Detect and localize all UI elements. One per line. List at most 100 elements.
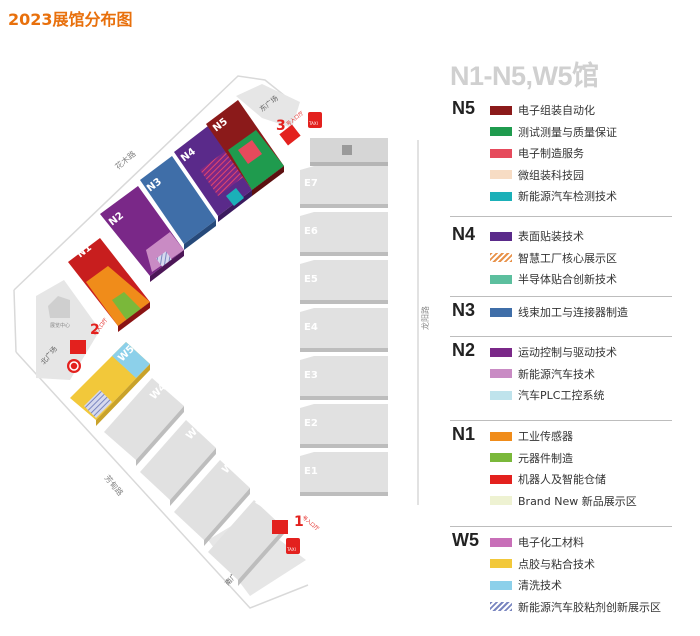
legend-group-n5: N5 电子组装自动化测试测量与质量保证电子制造服务微组装科技园新能源汽车检测技术 [450,98,672,217]
legend-swatch [490,253,512,262]
legend-group-w5: W5 电子化工材料点胶与粘合技术清洗技术新能源汽车胶粘剂创新展示区 [450,530,672,630]
legend-swatch [490,453,512,462]
legend-label: 新能源汽车技术 [518,367,595,381]
legend-swatch [490,559,512,568]
west-road-line [15,351,309,609]
legend-group-n4: N4 表面贴装技术智慧工厂核心展示区半导体贴合创新技术 [450,224,672,297]
east-hall-top [310,138,388,166]
taxi-icon: TAXI [308,112,322,128]
hall-n3: N3 [140,156,216,250]
legend-item: 电子化工材料 [490,534,584,550]
legend-label: 线束加工与连接器制造 [518,306,628,319]
legend-label: 元器件制造 [518,451,573,465]
page-title: 2023展馆分布图 [8,10,133,29]
legend-item: 点胶与粘合技术 [490,556,595,572]
legend-hall-name: N3 [452,300,476,320]
legend-item: 新能源汽车检测技术 [490,188,617,204]
legend-group-n1: N1 工业传感器元器件制造机器人及智能仓储 Brand New 新品展示区 [450,424,672,527]
legend-swatch [490,580,512,590]
legend-label: 测试测量与质量保证 [518,125,617,139]
hall-e1: E1 [300,452,388,496]
legend-label: 汽车PLC工控系统 [518,389,605,402]
svg-text:E4: E4 [304,322,318,333]
legend-item: 汽车PLC工控系统 [490,387,604,403]
legend-swatch [490,537,512,547]
legend-swatch [490,431,512,441]
hall-e3: E3 [300,356,388,400]
legend-label: 新能源汽车检测技术 [518,190,617,203]
road-label-north: 花木路 [113,148,138,171]
exhibition-center-building: 展览中心 [48,296,70,329]
legend-swatch [490,496,512,505]
hall-w5: W5 [70,342,150,426]
hall-n2: N2 [100,186,184,282]
legend-hall-name: N4 [452,224,476,244]
east-square [236,84,300,128]
legend-label: 半导体贴合创新技术 [518,273,617,286]
legend-item: 新能源汽车技术 [490,366,595,382]
north-road-line [13,75,291,291]
hall-e6: E6 [300,212,388,256]
hall-e2: E2 [300,404,388,448]
legend-label: 电子化工材料 [518,536,584,549]
svg-text:3: 3 [276,118,286,134]
legend-hall-name: N5 [452,98,476,118]
east-halls: E7 E6 E5 E4 E3 E2 E1 [300,166,388,496]
legend-swatch [490,347,512,357]
legend-swatch [490,602,512,611]
hall-e4: E4 [300,308,388,352]
legend-group-n3: N3 线束加工与连接器制造 [450,300,672,337]
hall-w4: W4 [104,378,184,466]
road-label-west: 芳甸路 [102,473,125,498]
legend-item: 线束加工与连接器制造 [490,304,628,320]
svg-text:展览中心: 展览中心 [50,322,70,329]
legend-label: 清洗技术 [518,579,562,592]
legend-swatch [490,231,512,241]
hall-e7: E7 [300,166,388,208]
svg-text:E7: E7 [304,178,318,189]
legend-swatch [490,390,512,400]
legend-item: 电子制造服务 [490,145,584,161]
svg-text:E2: E2 [304,418,318,429]
west-road-line-top [13,289,17,353]
legend-item: 表面贴装技术 [490,228,584,244]
hall-n1: N1 [68,238,150,332]
legend-item: 清洗技术 [490,577,562,593]
legend-item: 机器人及智能仓储 [490,471,606,487]
legend-item: 半导体贴合创新技术 [490,271,617,287]
legend-item: 智慧工厂核心展示区 [490,250,617,266]
legend-item: 元器件制造 [490,450,573,466]
metro-icon [67,359,81,373]
legend-swatch [490,170,512,179]
legend-hall-name: N2 [452,340,476,360]
legend-label: 点胶与粘合技术 [518,557,595,571]
svg-text:E6: E6 [304,226,318,237]
legend-item: 测试测量与质量保证 [490,124,617,140]
legend-label: 新能源汽车胶粘剂创新展示区 [518,600,661,614]
hall-e5: E5 [300,260,388,304]
legend-item: 运动控制与驱动技术 [490,344,617,360]
svg-text:E5: E5 [304,274,318,285]
legend-label: 电子组装自动化 [518,104,595,117]
legend-swatch [490,474,512,484]
legend-swatch [490,127,512,136]
legend-swatch [490,105,512,115]
floor-map: 东广场 北广场 南广场 展览中心 花木路 龙阳路 芳甸路 E7 E6 E5 E4… [13,75,430,609]
legend-label: 微组装科技园 [518,168,584,182]
legend-item: 电子组装自动化 [490,102,595,118]
legend-item: 新能源汽车胶粘剂创新展示区 [490,599,661,615]
legend-hall-name: W5 [452,530,479,550]
svg-text:2: 2 [90,322,100,338]
svg-text:TAXI: TAXI [308,121,318,126]
hall-group-title: N1-N5,W5馆 [450,61,599,91]
legend-label: 工业传感器 [518,430,573,443]
legend-swatch [490,369,512,378]
legend-item: 微组装科技园 [490,167,584,183]
legend-label: 机器人及智能仓储 [518,473,606,486]
legend-hall-name: N1 [452,424,476,444]
legend-label: 电子制造服务 [518,147,584,160]
legend-label: Brand New 新品展示区 [518,494,637,508]
entrance-2: 2 号入口厅 [70,317,109,354]
legend-label: 表面贴装技术 [518,230,584,243]
legend-label: 运动控制与驱动技术 [518,346,617,359]
